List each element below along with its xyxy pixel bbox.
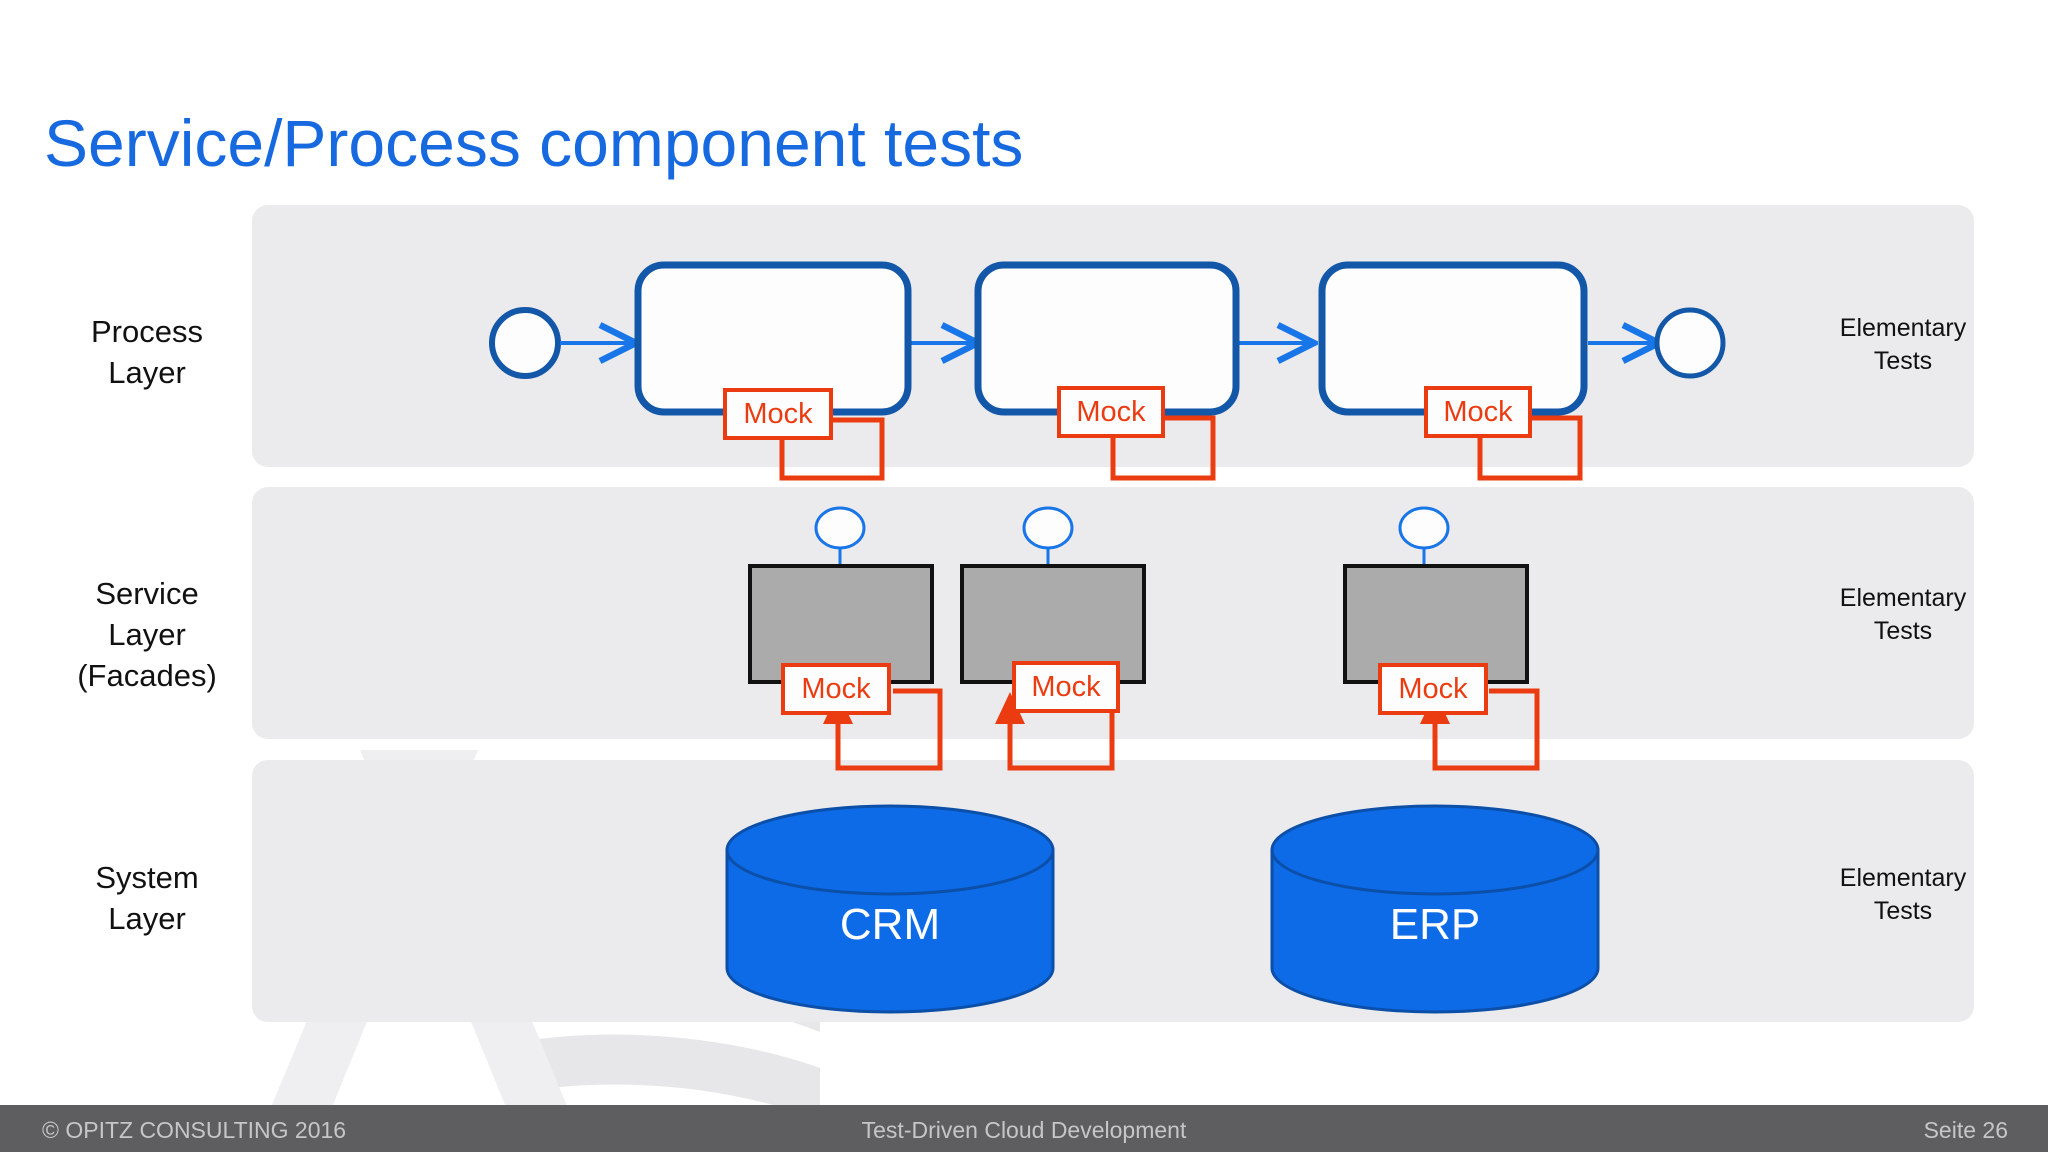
footer-page-number: Seite 26	[1923, 1117, 2008, 1143]
mock-box-process-1[interactable]: Mock	[723, 388, 833, 440]
system-layer-label-line2: Layer	[108, 900, 186, 936]
system-layer-label: System Layer	[28, 858, 266, 940]
system-layer-tests-label: Elementary Tests	[1768, 862, 2038, 927]
mock-box-service-1[interactable]: Mock	[781, 663, 891, 715]
page-title: Service/Process component tests	[44, 106, 1024, 180]
tests-label-line1: Elementary	[1839, 314, 1967, 342]
process-layer-label: Process Layer	[28, 312, 266, 394]
process-layer-label-line2: Layer	[108, 354, 186, 390]
tests-label-line2: Tests	[1873, 616, 1933, 645]
tests-label-line1: Elementary	[1839, 584, 1967, 612]
process-layer-tests-label: Elementary Tests	[1768, 312, 2038, 377]
mock-box-process-2[interactable]: Mock	[1057, 386, 1165, 438]
process-layer-label-line1: Process	[91, 314, 203, 349]
tests-label-line1: Elementary	[1839, 864, 1967, 892]
mock-box-service-3[interactable]: Mock	[1378, 663, 1488, 715]
mock-box-process-3[interactable]: Mock	[1424, 386, 1532, 438]
system-layer-label-line1: System	[95, 860, 199, 895]
mock-box-service-2[interactable]: Mock	[1012, 661, 1120, 713]
footer-deck-title: Test-Driven Cloud Development	[861, 1117, 1187, 1143]
database-label-erp: ERP	[1389, 900, 1481, 949]
service-layer-label-line2: Layer	[108, 616, 186, 652]
system-layer-band	[252, 760, 1974, 1022]
tests-label-line2: Tests	[1873, 346, 1933, 375]
service-layer-label: Service Layer (Facades)	[28, 574, 266, 697]
service-layer-label-line3: (Facades)	[77, 657, 217, 693]
database-label-crm: CRM	[839, 900, 941, 949]
service-layer-tests-label: Elementary Tests	[1768, 582, 2038, 647]
tests-label-line2: Tests	[1873, 896, 1933, 925]
service-layer-label-line1: Service	[95, 576, 199, 611]
